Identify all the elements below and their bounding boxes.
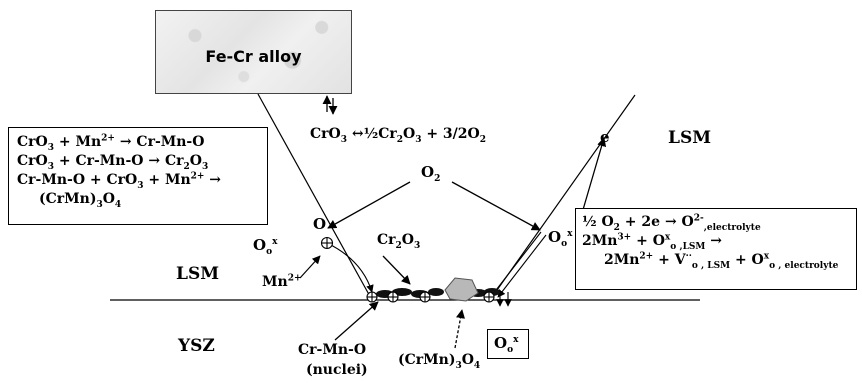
right-reaction-1: ½ O2 + 2e → O2-,electrolyte [582,213,761,233]
mn2-label: Mn2+ [262,273,302,290]
right-reaction-3: 2Mn2+ + V··o , LSM + Oxo , electrolyte [604,251,839,271]
cr2o3-label: Cr2O3 [377,232,421,251]
center-reaction: CrO3 ↔½Cr2O3 + 3/2O2 [310,126,486,145]
right-reaction-box: ½ O2 + 2e → O2-,electrolyte 2Mn3+ + Oxo … [575,208,857,290]
left-reaction-box: CrO3 + Mn2+ → Cr-Mn-O CrO3 + Cr-Mn-O → C… [8,127,268,225]
ysz-label: YSZ [178,336,215,356]
oox-right-label: Oox [548,228,573,249]
left-reaction-1: CrO3 + Mn2+ → Cr-Mn-O [17,133,205,153]
crmno-label: Cr-Mn-O [298,342,367,358]
left-reaction-2: CrO3 + Cr-Mn-O → Cr2O3 [17,153,209,172]
right-reaction-2: 2Mn3+ + Oxo ,LSM → [582,232,722,252]
electron-label: e [600,128,610,146]
fe-cr-alloy-block: Fe-Cr alloy [155,10,352,94]
oox-box: Oox [487,329,529,359]
o-left-label: O [313,215,327,233]
crmn-spinel-particle [444,277,479,302]
fe-cr-alloy-label: Fe-Cr alloy [205,47,302,66]
o2-arrow-left [327,181,411,229]
left-reaction-3: Cr-Mn-O + CrO3 + Mn2+ → [17,171,222,191]
left-reaction-4: (CrMn)3O4 [39,191,122,210]
nuclei-label: (nuclei) [306,362,368,378]
lsm-left-label: LSM [176,264,220,284]
oox-left-label: Oox [253,236,278,257]
crmn3o4-label: (CrMn)3O4 [398,352,481,371]
left-boundary-line [257,93,373,301]
electron-arrow [579,137,607,221]
lsm-top-label: LSM [668,128,712,148]
o2-arrow-right [451,181,541,231]
o2-label: O2 [421,163,441,184]
